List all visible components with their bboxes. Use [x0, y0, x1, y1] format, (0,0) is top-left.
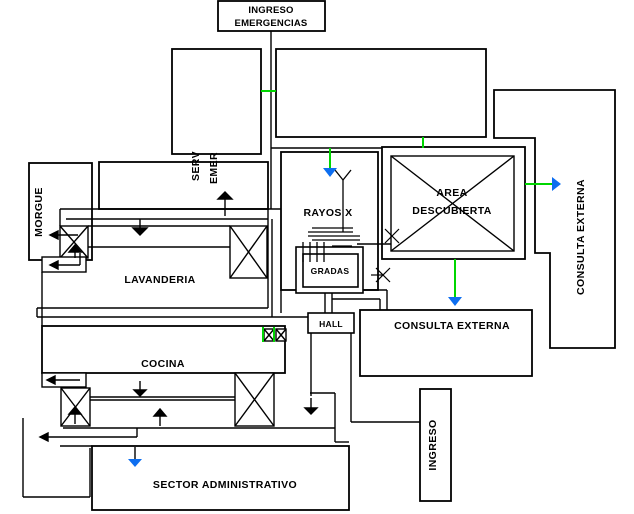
green-lines — [261, 90, 552, 342]
arrow-left-morgue-box-icon — [48, 253, 81, 271]
area-descubierta-crossed-rect — [390, 155, 515, 252]
ground-down-lavanderia-corridor-icon — [131, 219, 149, 236]
ground-down-cocina-corridor-icon — [132, 381, 148, 397]
gradas-box — [302, 253, 359, 288]
arrow-left-bottom-corridor-icon — [38, 428, 138, 443]
ground-up-serv-emer-icon — [216, 191, 234, 216]
arrow-left-lavanderia-corridor-icon — [48, 229, 78, 241]
label-morgue: MORGUE — [33, 187, 45, 237]
room-labels: INGRESO EMERGENCIAS MORGUE SERV EMER LAV… — [33, 5, 587, 491]
wall-lines — [22, 31, 420, 498]
room-ingreso — [419, 388, 452, 502]
label-cocina: COCINA — [141, 358, 185, 370]
ground-up-cocina-shaft-icon — [67, 405, 83, 424]
label-ingreso: INGRESO — [427, 419, 439, 470]
room-consulta-externa-right — [493, 89, 616, 349]
black-arrows — [38, 191, 319, 443]
room-cocina — [41, 325, 286, 374]
room-sector-administrativo — [91, 445, 350, 511]
blue-arrow-down-rayosx-icon — [323, 168, 337, 177]
label-sector-administrativo: SECTOR ADMINISTRATIVO — [153, 479, 297, 491]
crossed-box-cocina-right — [234, 372, 275, 427]
stairs-icon — [302, 227, 360, 262]
gradas-hall — [295, 246, 364, 334]
label-consulta-externa-right: CONSULTA EXTERNA — [575, 179, 587, 295]
room-consulta-externa-bottom — [359, 309, 533, 377]
label-hall: HALL — [319, 319, 343, 329]
room-upper-lavanderia — [98, 161, 269, 210]
blue-arrow-down-sector-icon — [128, 459, 142, 467]
cross-marks — [371, 228, 400, 283]
label-lavanderia: LAVANDERIA — [124, 274, 195, 286]
blue-arrow-down-consulta-icon — [448, 297, 462, 306]
label-rayos-x: RAYOS X — [303, 207, 352, 219]
label-ingreso-emergencias-1: INGRESO — [248, 5, 293, 16]
room-serv-emergencia — [171, 48, 262, 155]
crossed-boxes — [59, 155, 515, 427]
label-serv: SERV — [190, 151, 202, 181]
room-top-center — [275, 48, 487, 138]
crossed-box-lavanderia-right — [229, 225, 268, 279]
crossed-box-lavanderia-left — [59, 225, 89, 259]
blue-arrow-right-consulta-icon — [552, 177, 561, 191]
label-emer: EMER — [208, 152, 220, 184]
utility-lines — [128, 90, 561, 467]
label-gradas: GRADAS — [311, 266, 350, 276]
ground-down-hall-line-icon — [303, 398, 319, 415]
ground-up-lavanderia-shaft-icon — [67, 243, 83, 258]
label-area-descubierta-2: DESCUBIERTA — [412, 205, 491, 217]
label-area-descubierta-1: AREA — [436, 187, 467, 199]
label-consulta-externa-bottom: CONSULTA EXTERNA — [394, 320, 510, 332]
blue-flow-arrows — [128, 168, 561, 467]
hall-box — [307, 312, 355, 334]
arrow-left-cocina-box-icon — [45, 374, 80, 386]
label-ingreso-emergencias-2: EMERGENCIAS — [235, 18, 308, 29]
ground-up-cocina-mid-icon — [152, 407, 168, 426]
branch-y-icon — [334, 169, 352, 232]
